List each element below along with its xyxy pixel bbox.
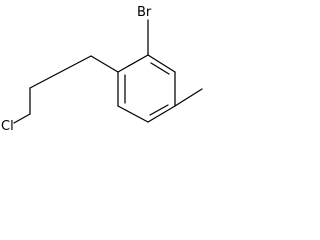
molecule-diagram: Br Cl	[0, 0, 224, 137]
bond-c3-ring	[90, 55, 119, 73]
bond-cl-c1	[13, 113, 31, 124]
bond-ring-methyl	[174, 88, 203, 107]
ring-bond-1	[117, 54, 149, 73]
ring-double-bond-1	[150, 62, 170, 75]
ring-double-bond-2	[149, 104, 169, 116]
ring-bond-2	[147, 54, 176, 73]
ring-bond-4	[147, 105, 176, 123]
bromine-label: Br	[137, 5, 152, 20]
chlorine-label: Cl	[1, 119, 14, 134]
ring-bond-5	[117, 105, 149, 123]
bond-c2-c3	[29, 55, 92, 89]
